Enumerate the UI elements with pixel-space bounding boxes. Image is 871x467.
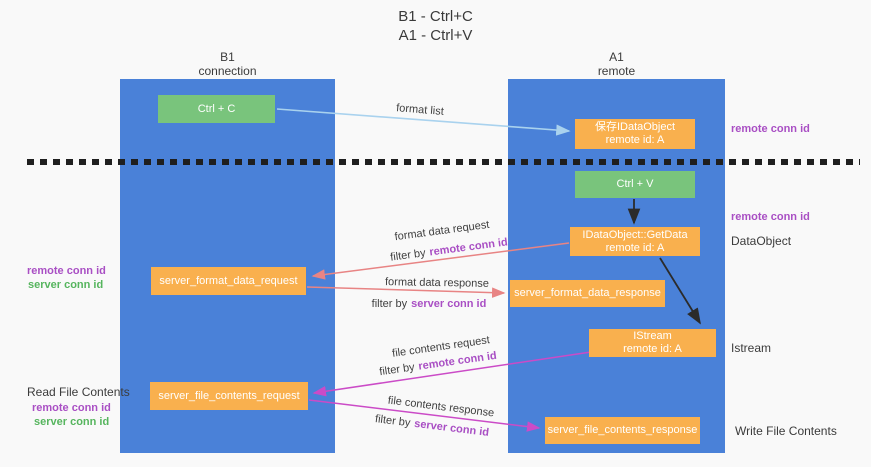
server-format-data-request-box: server_format_data_request xyxy=(151,267,306,295)
server-file-contents-request-label: server_file_contents_request xyxy=(158,389,300,402)
server-format-data-response-box: server_format_data_response xyxy=(510,280,665,307)
ctrl-c-label: Ctrl + C xyxy=(197,102,236,115)
page-title: B1 - Ctrl+C A1 - Ctrl+V xyxy=(0,7,871,45)
format-list-label: format list xyxy=(395,102,445,118)
right-column-header: A1 remote xyxy=(508,50,725,78)
getdata-box: IDataObject::GetData remote id: A xyxy=(570,227,700,256)
server-format-data-request-label: server_format_data_request xyxy=(159,274,298,287)
filter-by-text: filter by xyxy=(371,298,408,310)
filter-by-text: filter by xyxy=(374,413,412,430)
server-file-contents-response-label: server_file_contents_response xyxy=(547,424,698,436)
server-conn-id-text: server conn id xyxy=(411,298,487,310)
filter-by-text: filter by xyxy=(389,247,427,264)
title-line-1: B1 - Ctrl+C xyxy=(398,8,473,25)
remote-conn-id-text: remote conn id xyxy=(428,236,509,259)
istream-line2: remote id: A xyxy=(623,343,682,355)
istream-line1: IStream xyxy=(633,330,672,342)
dataobject-annotation: DataObject xyxy=(731,234,792,248)
server-conn-id-annotation-mid-left: server conn id xyxy=(28,279,104,291)
remote-conn-id-annotation-mid-left: remote conn id xyxy=(27,265,106,277)
istream-box: IStream remote id: A xyxy=(589,329,716,357)
server-file-contents-request-box: server_file_contents_request xyxy=(150,382,308,410)
left-column-subtitle: connection xyxy=(198,64,257,78)
filter-by-text: filter by xyxy=(378,361,416,379)
remote-conn-id-annotation-top-right: remote conn id xyxy=(731,123,810,135)
format-data-response-label: format data response xyxy=(384,276,490,290)
write-file-contents-annotation: Write File Contents xyxy=(735,424,837,438)
phase-divider-dashed-line xyxy=(27,159,860,165)
ctrl-c-box: Ctrl + C xyxy=(158,95,275,123)
right-column-name: A1 xyxy=(609,50,624,64)
clipboard-object-line1: 保存IDataObject xyxy=(594,121,676,133)
remote-conn-id-annotation-bottom-left: remote conn id xyxy=(32,402,111,414)
getdata-line1: IDataObject::GetData xyxy=(582,228,688,241)
remote-conn-id-annotation-mid-right: remote conn id xyxy=(731,211,810,223)
left-column-name: B1 xyxy=(220,50,235,64)
clipboard-object-box: 保存IDataObject remote id: A xyxy=(575,119,695,149)
title-line-2: A1 - Ctrl+V xyxy=(398,27,473,44)
right-column-subtitle: remote xyxy=(597,64,636,78)
clipboard-object-line2: remote id: A xyxy=(605,134,665,146)
server-format-data-response-label: server_format_data_response xyxy=(514,287,661,299)
ctrl-v-box: Ctrl + V xyxy=(575,171,695,198)
read-file-contents-annotation: Read File Contents xyxy=(27,385,130,399)
istream-annotation: Istream xyxy=(731,341,772,355)
left-column-header: B1 connection xyxy=(120,50,335,78)
getdata-line2: remote id: A xyxy=(605,241,665,254)
ctrl-v-label: Ctrl + V xyxy=(616,178,654,190)
server-file-contents-response-box: server_file_contents_response xyxy=(545,417,700,444)
server-conn-id-annotation-bottom-left: server conn id xyxy=(34,416,110,428)
server-conn-id-text: server conn id xyxy=(413,417,490,439)
